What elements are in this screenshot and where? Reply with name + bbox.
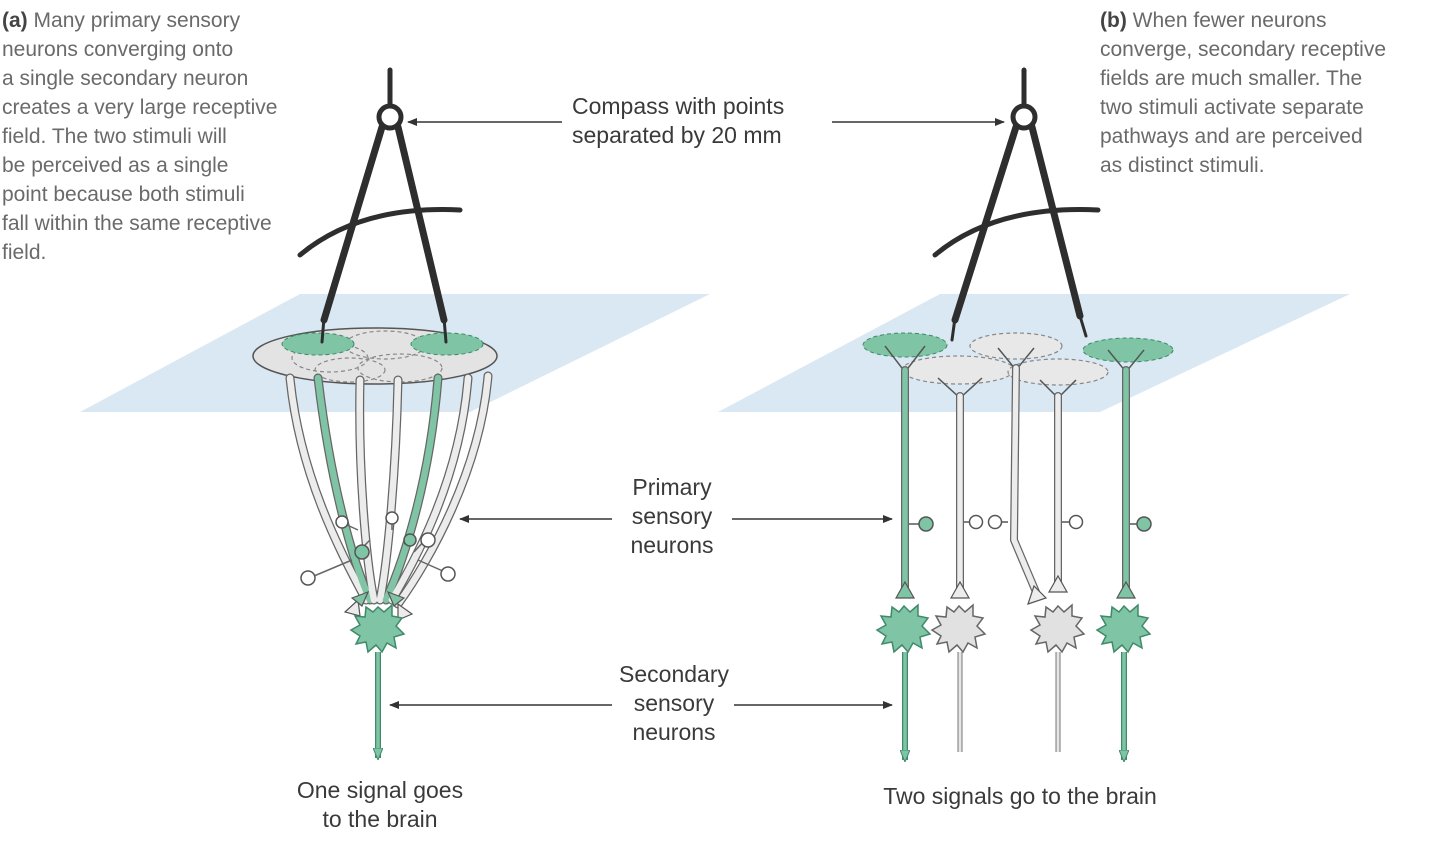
panel-a-output-label: One signal goes to the brain	[296, 777, 464, 832]
compass-a	[297, 67, 463, 344]
stimulus-field-left-a	[281, 332, 355, 356]
primary-neurons-label: Primary sensory neurons	[630, 474, 714, 558]
panel-a-caption: (a) Many primary sensory neurons converg…	[2, 9, 278, 264]
panel-b-drawing	[718, 294, 1350, 760]
secondary-neuron-body-b4	[1095, 603, 1152, 654]
secondary-neuron-body-b2	[930, 603, 987, 654]
secondary-neuron-body-a	[349, 603, 406, 654]
panel-a-drawing	[80, 294, 710, 758]
panel-a-tag: (a)	[2, 9, 28, 32]
stimulus-field-left-b	[862, 332, 948, 358]
stimulus-field-right-b	[1082, 337, 1174, 363]
compass-label: Compass with points separated by 20 mm	[572, 93, 785, 148]
pointer-arrows	[389, 118, 1005, 709]
stimulus-field-right-a	[410, 332, 484, 356]
secondary-neurons-label: Secondary sensory neurons	[619, 661, 729, 745]
panel-b-output-label: Two signals go to the brain	[883, 783, 1157, 809]
secondary-neuron-body-b3	[1029, 603, 1086, 654]
secondary-neuron-body-b1	[875, 603, 932, 654]
panel-b-caption: (b) When fewer neurons converge, seconda…	[1100, 9, 1386, 177]
compass-b	[932, 67, 1101, 342]
panel-b-tag: (b)	[1100, 9, 1127, 32]
